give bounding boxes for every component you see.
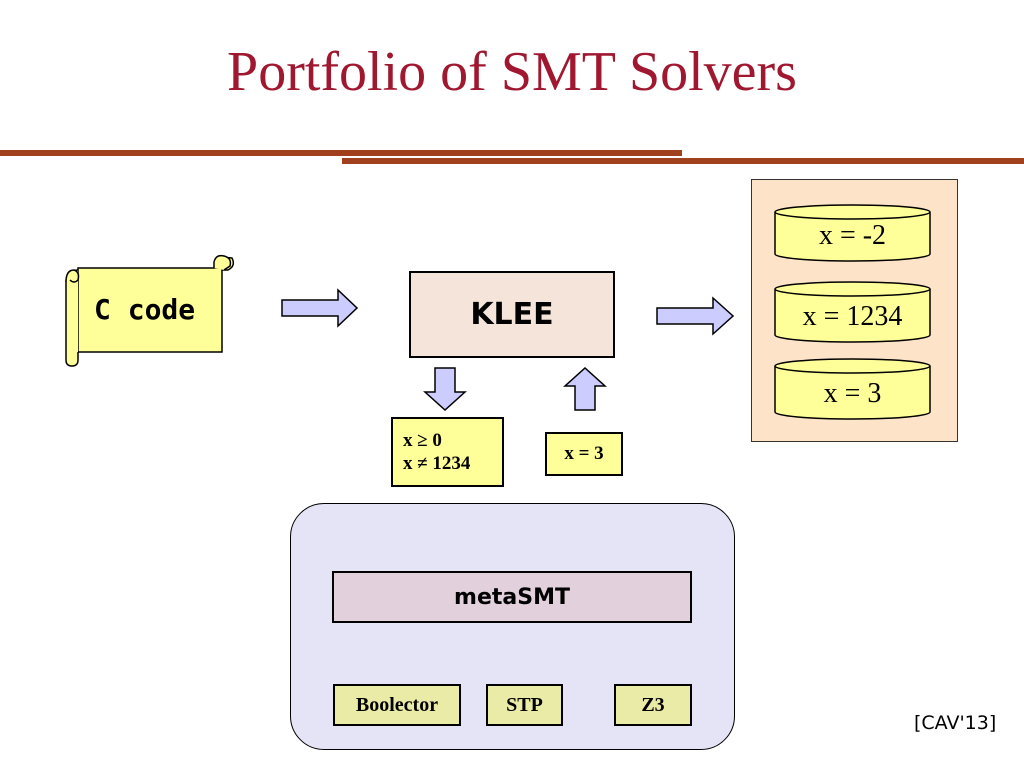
metasmt-label: metaSMT: [454, 584, 570, 610]
arrow-ccode-to-klee: [281, 288, 359, 328]
solver-stp: STP: [486, 684, 563, 726]
metasmt-box: metaSMT: [332, 571, 692, 623]
solver-label: Z3: [641, 693, 665, 716]
slide-title: Portfolio of SMT Solvers: [227, 41, 797, 103]
constraint-line: x ≥ 0: [403, 430, 442, 451]
result-value: x = 3: [823, 378, 882, 409]
answer-box: x = 3: [545, 432, 623, 476]
cylinder-icon: [774, 204, 931, 262]
cylinder-icon: [774, 358, 931, 420]
klee-box: KLEE: [409, 271, 615, 358]
citation-reference: [CAV'13]: [914, 712, 997, 734]
scroll-icon: [65, 254, 235, 367]
solver-boolector: Boolector: [333, 684, 461, 726]
answer-label: x = 3: [564, 443, 604, 464]
result-value: x = -2: [818, 220, 887, 251]
arrow-klee-down: [423, 367, 467, 412]
c-code-label: C code: [94, 293, 196, 326]
klee-label: KLEE: [470, 297, 554, 332]
result-cylinder: x = -2: [774, 204, 931, 262]
solver-label: STP: [506, 693, 543, 716]
title-rule-left: [0, 150, 682, 156]
title-rule-right: [342, 158, 1024, 164]
arrow-klee-to-results: [656, 296, 735, 336]
result-cylinder: x = 3: [774, 358, 931, 420]
constraint-query-box: x ≥ 0 x ≠ 1234: [391, 417, 504, 487]
result-value: x = 1234: [802, 301, 903, 332]
arrow-answer-up: [563, 366, 607, 411]
solver-label: Boolector: [355, 693, 439, 716]
result-cylinder: x = 1234: [774, 281, 931, 343]
solver-z3: Z3: [614, 684, 692, 726]
cylinder-icon: [774, 281, 931, 343]
constraint-line: x ≠ 1234: [403, 453, 471, 474]
